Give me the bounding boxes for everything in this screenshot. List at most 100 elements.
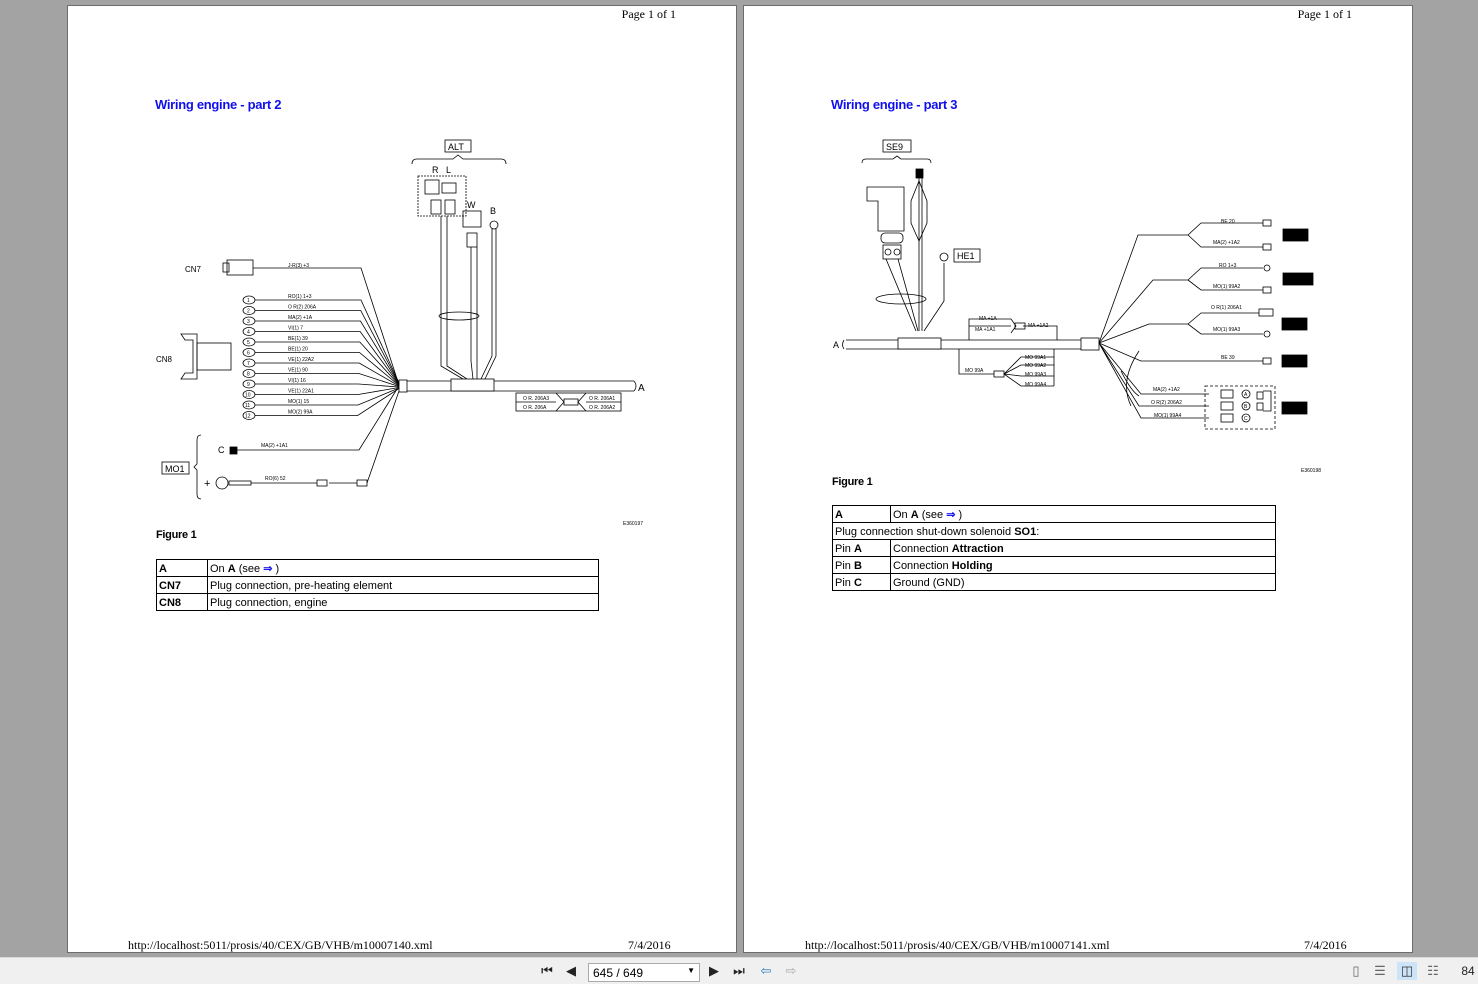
last-page-button[interactable]: ⏭ xyxy=(730,962,748,980)
wire xyxy=(255,388,400,416)
zoom-level[interactable]: 84 xyxy=(1461,964,1475,978)
continuous-view-button[interactable]: ☰ xyxy=(1371,962,1389,980)
table-value: Plug connection, pre-heating element xyxy=(207,576,599,594)
wire-label: BE 20 xyxy=(1221,219,1235,225)
he1-label: HE1 xyxy=(957,251,975,261)
alt-label: ALT xyxy=(448,142,464,152)
footer-url: http://localhost:5011/prosis/40/CEX/GB/V… xyxy=(805,938,1110,952)
wire-label: VE(1) 22A2 xyxy=(288,357,314,363)
figure-code: E360198 xyxy=(1301,468,1321,474)
two-page-continuous-view-button[interactable]: ☷ xyxy=(1424,962,1442,980)
wiring-diagram-part3: SE9 HE1 A MA +1A MA +1A1 MA +1A2 MO 99A … xyxy=(833,139,1321,474)
table-row: A On A (see ⇒ ) xyxy=(156,559,599,577)
back-view-icon: ⇦ xyxy=(760,963,772,978)
page-number-value: 645 / 649 xyxy=(593,966,644,980)
table-key: CN7 xyxy=(156,576,208,594)
last-page-icon: ⏭ xyxy=(733,963,745,978)
wire-label: O R(2) 206A xyxy=(288,305,317,311)
pin-number: 7 xyxy=(247,361,250,367)
wiring-diagram-part2: ALT R L W B A O R. 206A3 O R. 206A O R. … xyxy=(156,139,645,527)
mo2-label: MO2 xyxy=(1284,320,1304,330)
table-value: On A (see ⇒ ) xyxy=(207,559,599,577)
table-value: Plug connection, engine xyxy=(207,593,599,611)
table-value: Connection Holding xyxy=(890,556,1276,574)
table-key: Pin B xyxy=(832,556,891,574)
pin-number: 5 xyxy=(247,340,250,346)
wire xyxy=(255,362,400,387)
harness-connector xyxy=(1080,337,1100,351)
wire-label: VI(1) 7 xyxy=(288,326,303,332)
previous-page-button[interactable]: ◀ xyxy=(563,962,579,980)
legend-table: A On A (see ⇒ ) Plug connection shut-dow… xyxy=(832,505,1276,591)
wire-label: MO(1) 99A3 xyxy=(1213,327,1240,333)
l-label: L xyxy=(446,165,451,175)
wire-label: O R. 206A1 xyxy=(589,396,615,402)
wire-label: BE(1) 39 xyxy=(288,336,308,342)
chevron-down-icon: ▼ xyxy=(687,966,695,975)
pin-label: C xyxy=(1244,416,1248,422)
go-forward-button[interactable]: ⇨ xyxy=(782,962,800,980)
wire-label: RO 1+3 xyxy=(1219,263,1237,269)
wire-label: MA(2) +1A2 xyxy=(1153,387,1180,393)
page-header: Page 1 of 1 xyxy=(621,7,676,21)
page-number-select[interactable]: 645 / 649 ▼ xyxy=(588,963,700,982)
alt-connector xyxy=(417,175,467,217)
wire-label: MO 99A1 xyxy=(1025,355,1046,361)
figure-caption: Figure 1 xyxy=(156,529,197,541)
wire-label: MO 99A3 xyxy=(1025,372,1046,378)
a-label: A xyxy=(638,383,645,394)
pin-number: 2 xyxy=(247,309,250,315)
figure-code: E360197 xyxy=(623,521,643,527)
single-page-view-button[interactable]: ▯ xyxy=(1347,962,1365,980)
next-icon: ▶ xyxy=(709,963,719,978)
wire-label: BE 39 xyxy=(1221,355,1235,361)
two-page-view-button[interactable]: ◫ xyxy=(1397,962,1417,980)
document-page-right: Page 1 of 1 Wiring engine - part 3 SE9 H… xyxy=(743,5,1413,953)
wire-label: MO(1) 99A4 xyxy=(1154,413,1181,419)
cn7-label: CN7 xyxy=(185,265,202,274)
first-page-button[interactable]: ⏮ xyxy=(538,962,556,980)
wire xyxy=(255,341,400,386)
link-arrow-icon[interactable]: ⇒ xyxy=(263,563,273,575)
next-page-button[interactable]: ▶ xyxy=(706,962,722,980)
footer-date: 7/4/2016 xyxy=(1304,938,1347,952)
two-page-continuous-icon: ☷ xyxy=(1427,963,1439,978)
wire xyxy=(255,387,400,395)
wire-label: MO(1) 99A2 xyxy=(1213,284,1240,290)
table-key: CN8 xyxy=(156,593,208,611)
pin-number: 8 xyxy=(247,372,250,378)
wire-label: MO(2) 99A xyxy=(288,410,313,416)
document-page-left: Page 1 of 1 Wiring engine - part 2 ALT R… xyxy=(67,5,737,953)
go-back-button[interactable]: ⇦ xyxy=(757,962,775,980)
pin-number: 10 xyxy=(245,393,251,399)
forward-view-icon: ⇨ xyxy=(785,963,797,978)
two-page-icon: ◫ xyxy=(1400,963,1414,978)
wire-label: O R(1) 206A1 xyxy=(1211,305,1242,311)
table-span-row: Plug connection shut-down solenoid SO1: xyxy=(832,522,1276,540)
link-arrow-icon[interactable]: ⇒ xyxy=(946,509,956,521)
wire-label: O R(2) 206A2 xyxy=(1151,400,1182,406)
viewer-toolbar: ⏮ ◀ 645 / 649 ▼ ▶ ⏭ ⇦ ⇨ ▯ ☰ ◫ ☷ 84 xyxy=(0,957,1478,984)
mo1-label: MO1 xyxy=(165,464,185,474)
cn7-connector xyxy=(226,259,254,276)
pin-number: 9 xyxy=(247,382,250,388)
se9-sensor xyxy=(866,186,905,232)
so1-label: SO1 xyxy=(1285,404,1303,414)
wire-label: MA +1A2 xyxy=(1028,323,1049,329)
wire-label: VI(1) 16 xyxy=(288,378,306,384)
wire-label: MA +1A xyxy=(979,316,997,322)
wire xyxy=(255,320,400,385)
wire-label: MO 99A xyxy=(965,368,984,374)
table-value: Ground (GND) xyxy=(890,573,1276,591)
w-label: W xyxy=(467,200,476,210)
single-page-icon: ▯ xyxy=(1352,963,1360,978)
wire-label: O R. 206A2 xyxy=(589,405,615,411)
wire-label: O R. 206A xyxy=(523,405,547,411)
table-row: Plug connection shut-down solenoid SO1: xyxy=(832,522,1276,540)
pin-number: 3 xyxy=(247,319,250,325)
table-row: A On A (see ⇒ ) xyxy=(832,505,1276,523)
wire xyxy=(255,352,400,386)
wire-label: MA(2) +1A1 xyxy=(261,443,288,449)
